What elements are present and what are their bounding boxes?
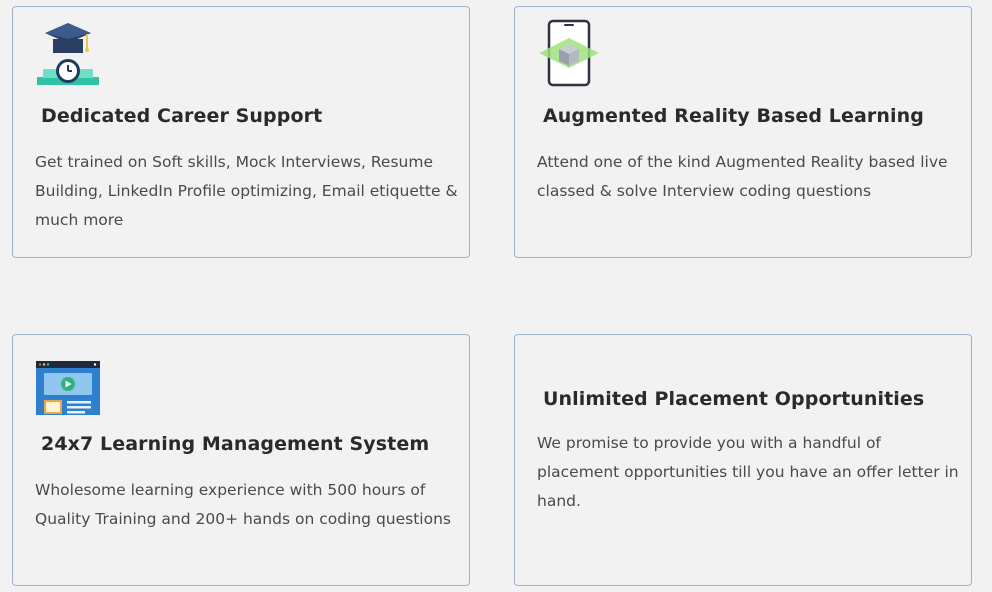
card-description: Wholesome learning experience with 500 h… [35, 481, 451, 528]
card-title: 24x7 Learning Management System [41, 433, 430, 455]
card-description: Attend one of the kind Augmented Reality… [537, 153, 948, 200]
card-description: We promise to provide you with a handful… [537, 434, 959, 510]
card-title: Augmented Reality Based Learning [543, 105, 924, 127]
feature-card-lms: 24x7 Learning Management System Wholesom… [12, 334, 470, 586]
graduation-cap-icon [35, 19, 101, 87]
feature-card-career-support: Dedicated Career Support Get trained on … [12, 6, 470, 258]
augmented-reality-icon [537, 19, 603, 87]
feature-card-ar-learning: Augmented Reality Based Learning Attend … [514, 6, 972, 258]
feature-card-placement: Unlimited Placement Opportunities We pro… [514, 334, 972, 586]
card-title: Unlimited Placement Opportunities [543, 388, 925, 410]
card-description: Get trained on Soft skills, Mock Intervi… [35, 153, 458, 229]
card-title: Dedicated Career Support [41, 105, 323, 127]
learning-management-system-icon [35, 347, 101, 415]
